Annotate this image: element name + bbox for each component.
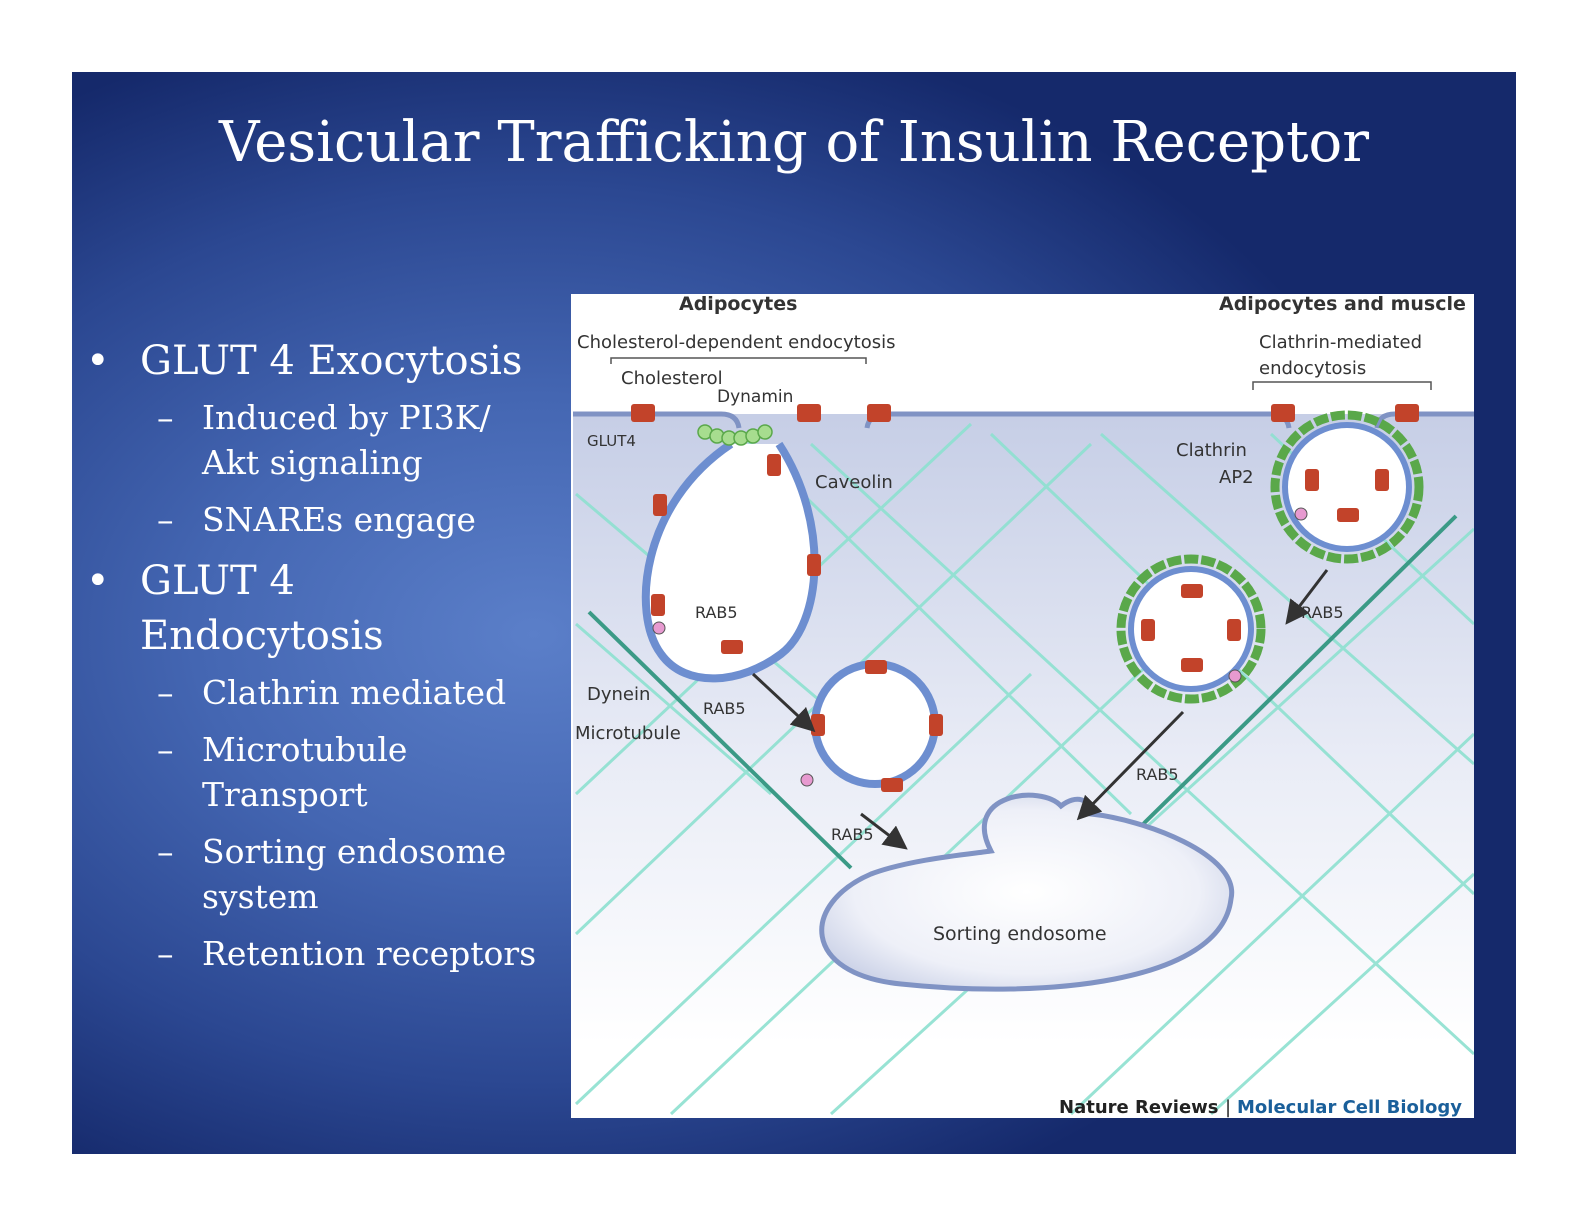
sub-bullet-text: Retention receptors bbox=[202, 934, 537, 973]
dash-glyph: – bbox=[157, 398, 174, 437]
sub-bullet: – Induced by PI3K/ Akt signaling bbox=[82, 395, 557, 485]
right-pathway-label-2: endocytosis bbox=[1259, 358, 1366, 379]
left-header: Adipocytes bbox=[679, 294, 797, 315]
sub-bullet-text: Sorting endosome system bbox=[202, 832, 507, 916]
sub-bullet-text: SNAREs engage bbox=[202, 500, 476, 539]
clathrin-vesicle-coat bbox=[1116, 554, 1266, 704]
bullet-glyph: • bbox=[86, 338, 110, 384]
dash-glyph: – bbox=[157, 500, 174, 539]
ap2-label: AP2 bbox=[1219, 467, 1254, 488]
bullet-glyph: • bbox=[86, 558, 110, 604]
credit-journal: Nature Reviews bbox=[1059, 1097, 1219, 1118]
pathway-brackets bbox=[610, 357, 1432, 390]
credit-separator: | bbox=[1225, 1097, 1231, 1118]
sub-bullet-text: Induced by PI3K/ Akt signaling bbox=[202, 398, 491, 482]
rab5-label-right-lower: RAB5 bbox=[1136, 765, 1179, 784]
right-pathway-label-1: Clathrin-mediated bbox=[1259, 332, 1422, 353]
dash-glyph: – bbox=[157, 730, 174, 769]
clathrin-label: Clathrin bbox=[1176, 440, 1247, 461]
bullet-text: GLUT 4 Exocytosis bbox=[140, 338, 523, 384]
clathrin-coated-pit bbox=[1282, 422, 1412, 552]
left-pathway-label: Cholesterol-dependent endocytosis bbox=[577, 332, 895, 353]
sub-bullet: – SNAREs engage bbox=[82, 497, 557, 542]
bullet-endocytosis: • GLUT 4 Endocytosis bbox=[82, 554, 440, 664]
bullet-exocytosis: • GLUT 4 Exocytosis bbox=[82, 334, 557, 389]
dynamin-label: Dynamin bbox=[717, 387, 793, 407]
sub-bullet: – Clathrin mediated bbox=[82, 670, 557, 715]
glut4-clusters bbox=[631, 404, 1419, 792]
sorting-endosome bbox=[819, 792, 1235, 992]
caveolin-label: Caveolin bbox=[815, 472, 893, 493]
trafficking-figure: Adipocytes Adipocytes and muscle Cholest… bbox=[571, 294, 1474, 1118]
dash-glyph: – bbox=[157, 832, 174, 871]
rab5-label-mid: RAB5 bbox=[703, 699, 746, 718]
sub-bullet: – Microtubule Transport bbox=[82, 727, 557, 817]
glut4-label: GLUT4 bbox=[587, 432, 636, 450]
transport-arrows bbox=[751, 569, 1329, 850]
rab5-label-right: RAB5 bbox=[1301, 603, 1344, 622]
dash-glyph: – bbox=[157, 934, 174, 973]
slide-title: Vesicular Trafficking of Insulin Recepto… bbox=[218, 110, 1370, 175]
sub-bullet-text: Microtubule Transport bbox=[202, 730, 408, 814]
sub-bullet-text: Clathrin mediated bbox=[202, 673, 507, 712]
microtubule-tracks bbox=[587, 514, 1458, 870]
dynamin-collar bbox=[697, 424, 773, 446]
sub-bullet: – Sorting endosome system bbox=[82, 829, 557, 919]
rab5-label-left: RAB5 bbox=[695, 603, 738, 622]
dash-glyph: – bbox=[157, 673, 174, 712]
right-header: Adipocytes and muscle bbox=[1219, 294, 1466, 315]
bullet-list: • GLUT 4 Exocytosis – Induced by PI3K/ A… bbox=[82, 334, 557, 988]
rab5-label-lower: RAB5 bbox=[831, 825, 874, 844]
credit-subtitle: Molecular Cell Biology bbox=[1237, 1097, 1462, 1118]
slide: Vesicular Trafficking of Insulin Recepto… bbox=[72, 72, 1516, 1154]
caveolar-vesicle-released bbox=[811, 660, 939, 788]
clathrin-coat bbox=[1270, 410, 1424, 564]
microtubule-label: Microtubule bbox=[575, 723, 681, 744]
dynein-label: Dynein bbox=[587, 684, 650, 705]
bullet-text: GLUT 4 Endocytosis bbox=[140, 558, 384, 659]
sorting-endosome-label: Sorting endosome bbox=[933, 923, 1107, 945]
cholesterol-label: Cholesterol bbox=[621, 368, 723, 389]
sub-bullet: – Retention receptors bbox=[82, 931, 557, 976]
dynein-motors bbox=[652, 507, 1308, 787]
clathrin-coated-vesicle bbox=[1128, 566, 1254, 692]
